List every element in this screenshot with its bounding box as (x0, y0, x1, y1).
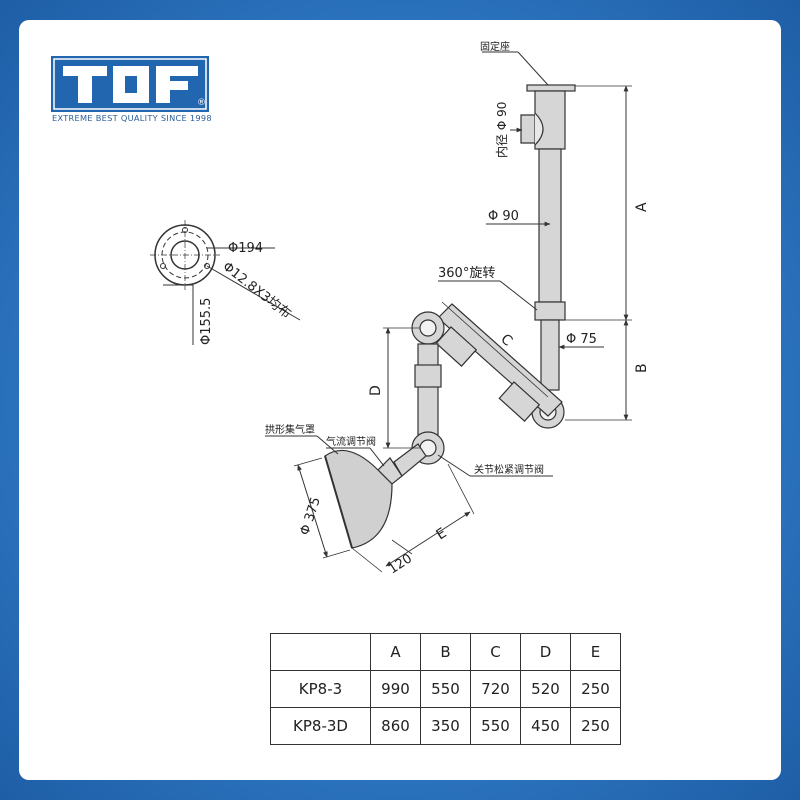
table-cell: KP8-3D (270, 707, 371, 745)
table-row: KP8-3D 860 350 550 450 250 (270, 707, 621, 745)
brand-tagline: EXTREME BEST QUALITY SINCE 1998 (52, 113, 212, 123)
extraction-arm (324, 51, 576, 549)
table-cell: KP8-3 (270, 670, 371, 708)
table-header-cell: E (570, 633, 621, 671)
dim-a-label: A (634, 202, 650, 212)
table-cell: 720 (470, 670, 521, 708)
airflow-valve-label: 气流调节阀 (326, 435, 376, 448)
hood-length-label: 120 (386, 551, 415, 577)
rotation-label: 360°旋转 (438, 266, 495, 281)
pipe-dia-label: Φ 90 (488, 209, 519, 224)
table-cell: 860 (370, 707, 421, 745)
table-cell: 250 (570, 670, 621, 708)
table-header-cell: B (420, 633, 471, 671)
table-cell: 990 (370, 670, 421, 708)
table-header-cell: A (370, 633, 421, 671)
table-header-cell: D (520, 633, 571, 671)
table-header-cell (270, 633, 371, 671)
flange-bolt-circle-label: Φ155.5 (199, 298, 214, 345)
table-cell: 520 (520, 670, 571, 708)
dim-e-label: E (433, 525, 449, 543)
table-header-cell: C (470, 633, 521, 671)
joint-valve-label: 关节松紧调节阀 (474, 463, 544, 476)
hood-label: 拱形集气罩 (265, 423, 315, 436)
table-cell: 450 (520, 707, 571, 745)
flange-outer-dia-label: Φ194 (228, 241, 263, 256)
brand-logo: ® (51, 56, 209, 112)
table-header-row: A B C D E (270, 633, 621, 671)
table-cell: 350 (420, 707, 471, 745)
table-cell: 250 (570, 707, 621, 745)
fixed-seat-label: 固定座 (480, 40, 510, 53)
table-row: KP8-3 990 550 720 520 250 (270, 670, 621, 708)
hood-dia-label: Φ 375 (298, 495, 324, 537)
table-cell: 550 (470, 707, 521, 745)
dim-d-label: D (368, 385, 384, 396)
inner-dia-label: 内径 Φ 90 (495, 102, 509, 158)
dim-b-label: B (634, 363, 650, 373)
table-cell: 550 (420, 670, 471, 708)
flange-holes-label: Φ12.8X3均布 (220, 259, 294, 322)
dimension-table: A B C D E KP8-3 990 550 720 520 250 KP8-… (270, 633, 621, 745)
logo-graphic: ® (53, 58, 207, 110)
arm-dia-label: Φ 75 (566, 332, 597, 347)
flange-detail: Φ194 Φ12.8X3均布 Φ155.5 (150, 220, 301, 345)
registered-mark: ® (197, 98, 206, 108)
